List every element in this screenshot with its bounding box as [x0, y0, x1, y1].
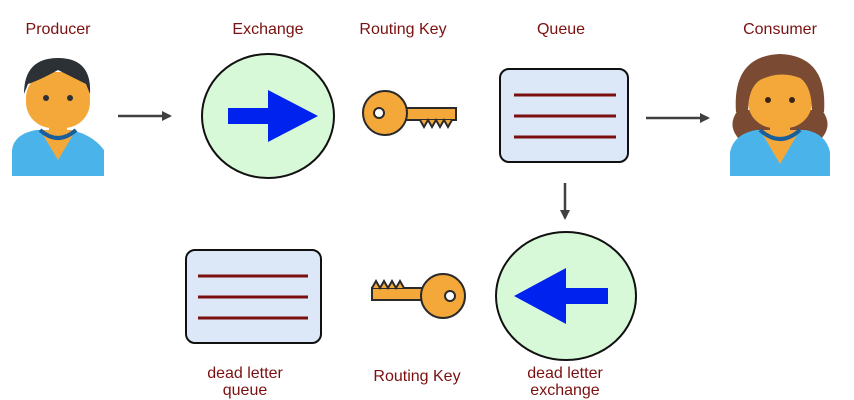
dead-letter-exchange-label-line2: exchange [530, 382, 600, 399]
consumer-label: Consumer [743, 21, 817, 38]
producer-person-icon [12, 58, 104, 176]
producer-label: Producer [25, 21, 91, 38]
dead-letter-exchange-icon [495, 231, 637, 361]
exchange-icon [201, 53, 335, 179]
routing-key-label-bottom: Routing Key [373, 368, 461, 385]
dead-letter-queue-label: dead letter queue [190, 365, 300, 399]
dead-letter-exchange-label-line1: dead letter [527, 365, 603, 382]
dead-letter-queue-label-line2: queue [222, 382, 268, 399]
dead-letter-exchange-label: dead letter exchange [510, 365, 620, 399]
key-icon [362, 90, 457, 136]
key-icon [371, 273, 466, 319]
queue-icon [499, 68, 629, 163]
routing-key-label-top: Routing Key [359, 21, 447, 38]
consumer-person-icon [730, 54, 830, 176]
queue-label: Queue [536, 21, 586, 38]
dead-letter-queue-icon [185, 249, 322, 344]
dead-letter-queue-label-line1: dead letter [207, 365, 283, 382]
exchange-label: Exchange [232, 21, 304, 38]
